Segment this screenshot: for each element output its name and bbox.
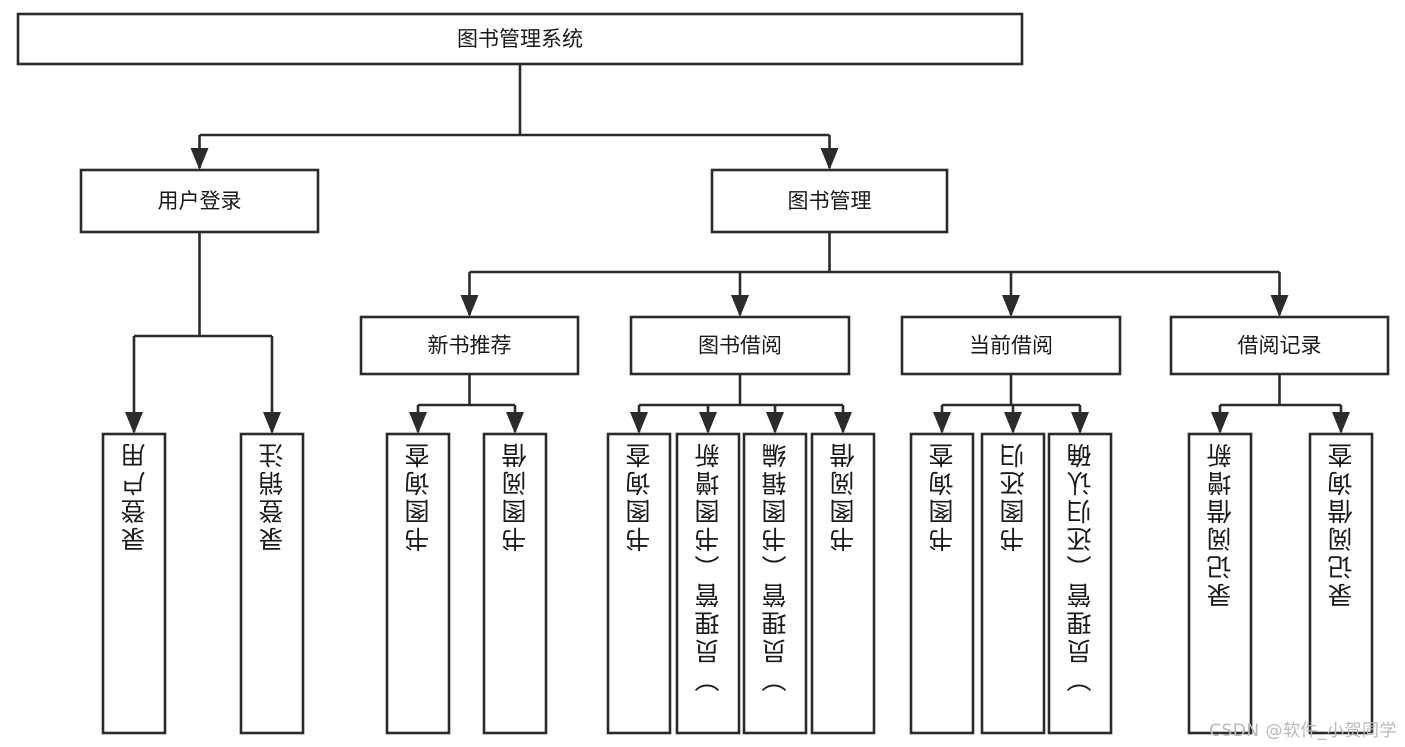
level3-label-1: 图书借阅 [698, 334, 782, 358]
leaf-box-5[interactable] [675, 432, 741, 735]
arrow-head-icon-level3-2 [1002, 295, 1020, 317]
leaf-box-12[interactable] [1308, 432, 1374, 735]
level2-label-0: 用户登录 [158, 189, 242, 213]
boxes-layer [16, 12, 1390, 735]
level3-box-0[interactable] [359, 315, 580, 376]
level3-label-2: 当前借阅 [969, 334, 1053, 358]
arrow-head-icon-leaf-4-1 [1332, 412, 1350, 434]
level2-box-0[interactable] [79, 168, 320, 234]
level2-label-1: 图书管理 [788, 189, 872, 213]
leaf-box-9[interactable] [980, 432, 1046, 735]
level3-box-1[interactable] [629, 315, 851, 376]
leaf-box-4[interactable] [606, 432, 672, 735]
level2-box-1[interactable] [710, 168, 949, 234]
leaf-box-8[interactable] [909, 432, 975, 735]
arrow-head-icon-leaf-2-2 [766, 412, 784, 434]
leaf-box-3[interactable] [482, 432, 548, 735]
arrow-head-icon-leaf-1-1 [506, 412, 524, 434]
arrow-head-icon-level3-0 [460, 295, 479, 317]
level3-label-3: 借阅记录 [1238, 334, 1322, 358]
arrow-head-icon-leaf-2-3 [834, 412, 852, 434]
leaf-box-0[interactable] [101, 432, 167, 735]
arrow-head-icon-leaf-4-0 [1211, 412, 1229, 434]
arrow-head-icon-level2-1 [820, 148, 839, 170]
leaf-box-1[interactable] [239, 432, 305, 735]
leaf-box-11[interactable] [1187, 432, 1253, 735]
arrow-head-icon-leaf-0-0 [125, 412, 143, 434]
arrow-head-icon-leaf-2-1 [699, 412, 717, 434]
arrow-head-icon-leaf-2-0 [630, 412, 648, 434]
arrow-head-icon-level3-3 [1270, 295, 1289, 317]
arrow-head-icon-leaf-3-2 [1071, 412, 1089, 434]
leaf-box-2[interactable] [385, 432, 451, 735]
leaf-box-10[interactable] [1047, 432, 1113, 735]
level3-box-3[interactable] [1169, 315, 1390, 376]
arrow-head-icon-level3-1 [731, 295, 749, 317]
csdn-watermark: CSDN @软件_小贺同学 [1209, 721, 1397, 741]
root-label: 图书管理系统 [457, 27, 583, 51]
arrow-head-icon-level2-0 [190, 148, 209, 170]
arrow-head-icon-leaf-3-1 [1004, 412, 1022, 434]
level3-box-2[interactable] [900, 315, 1122, 376]
level3-label-0: 新书推荐 [428, 334, 512, 358]
root-box[interactable] [16, 12, 1024, 66]
arrow-head-icon-leaf-0-1 [263, 412, 281, 434]
arrow-head-icon-leaf-1-0 [409, 412, 427, 434]
connectors-layer [125, 64, 1350, 434]
leaf-box-6[interactable] [742, 432, 808, 735]
arrow-head-icon-leaf-3-0 [933, 412, 951, 434]
leaf-box-7[interactable] [810, 432, 876, 735]
